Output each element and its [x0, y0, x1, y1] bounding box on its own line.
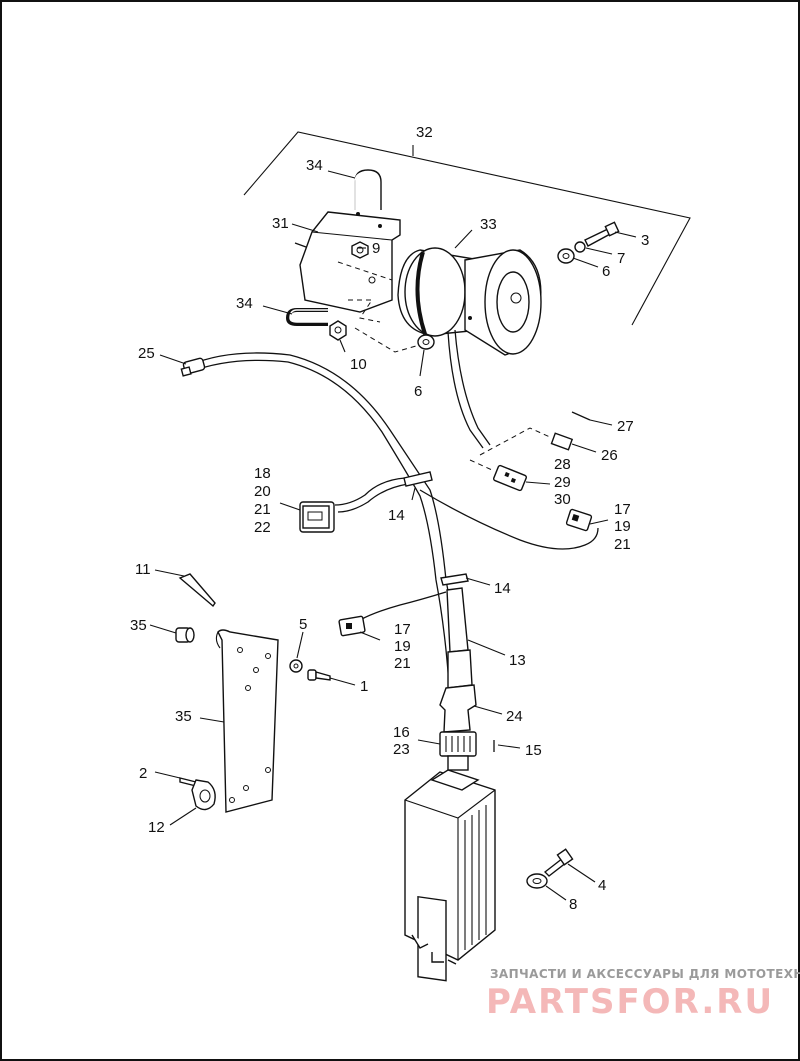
nut-9: [351, 241, 369, 259]
washer-8: [526, 873, 548, 889]
callout-5: 5: [299, 616, 307, 633]
screw-small: [294, 242, 307, 248]
branch-wire-b: [337, 483, 409, 513]
callout-34-lower: 34: [236, 295, 253, 312]
callout-26: 26: [601, 447, 618, 464]
siren-wire-1: [454, 329, 491, 446]
callout-6-top: 6: [602, 263, 610, 280]
harness-sleeve-13: [446, 587, 473, 689]
assembly-line-4: [469, 459, 493, 471]
callout-35-spacer: 35: [130, 617, 147, 634]
callout-16: 16: [393, 724, 410, 741]
branch-wire-right: [419, 489, 599, 550]
u-bolt-top: [354, 169, 382, 210]
callout-27: 27: [617, 418, 634, 435]
siren-speaker: [397, 247, 542, 356]
callout-34-top: 34: [306, 157, 323, 174]
watermark: ЗАПЧАСТИ И АКСЕССУАРЫ ДЛЯ МОТОТЕХНИКИ PA…: [486, 967, 800, 1022]
callout-9: 9: [372, 240, 380, 257]
nut-10: [329, 320, 347, 341]
callout-32: 32: [416, 124, 433, 141]
screw-1: [307, 669, 331, 681]
callout-25: 25: [138, 345, 155, 362]
callout-31: 31: [272, 215, 289, 232]
branch-wire-a: [334, 477, 406, 506]
watermark-tagline: ЗАПЧАСТИ И АКСЕССУАРЫ ДЛЯ МОТОТЕХНИКИ: [490, 967, 800, 981]
siren-bracket: [299, 211, 401, 313]
callout-11: 11: [135, 561, 151, 578]
callout-2: 2: [139, 765, 147, 782]
callout-29: 29: [554, 474, 571, 491]
callout-7: 7: [617, 250, 625, 267]
leader-lines: [149, 170, 637, 901]
screw-4: [543, 848, 574, 877]
callout-30: 30: [554, 491, 571, 508]
callout-18: 18: [254, 465, 271, 482]
callout-14-upper: 14: [388, 507, 405, 524]
callout-19-right: 19: [614, 518, 631, 535]
callout-14-lower: 14: [494, 580, 511, 597]
harness-boot-24: [439, 684, 477, 733]
callout-21-right: 21: [614, 536, 631, 553]
callout-10: 10: [350, 356, 367, 373]
cable-strap-11: [178, 573, 216, 608]
callout-22: 22: [254, 519, 271, 536]
assembly-line-2: [354, 327, 431, 353]
callout-21-left: 21: [254, 501, 271, 518]
callout-15: 15: [525, 742, 542, 759]
washer-6a: [557, 248, 575, 264]
assembly-line-1: [348, 299, 381, 323]
connector-25: [180, 357, 206, 377]
siren-kit-bracket-line: [243, 131, 691, 326]
mounting-plate-35: [215, 629, 279, 813]
control-module: [404, 769, 496, 982]
callout-23: 23: [393, 741, 410, 758]
connector-17-right: [565, 508, 593, 532]
connector-16-23: [439, 731, 477, 771]
callout-19-lower: 19: [394, 638, 411, 655]
callout-6-lower: 6: [414, 383, 422, 400]
cable-tie-14a: [403, 471, 433, 501]
terminal-27: [571, 411, 591, 421]
callout-20: 20: [254, 483, 271, 500]
assembly-line-3: [479, 427, 553, 456]
lockwasher-7: [574, 241, 586, 253]
screw-3: [584, 221, 620, 247]
callout-13: 13: [509, 652, 526, 669]
branch-wire-lower: [359, 591, 447, 621]
connector-17-lower: [338, 615, 366, 637]
u-bolt-lower: [285, 308, 328, 326]
callout-24: 24: [506, 708, 523, 725]
callout-4: 4: [598, 877, 606, 894]
siren-wire-2: [447, 331, 484, 449]
callout-21-lower: 21: [394, 655, 411, 672]
callout-3: 3: [641, 232, 649, 249]
callout-8: 8: [569, 896, 577, 913]
callout-35-plate: 35: [175, 708, 192, 725]
washer-5: [289, 659, 303, 673]
callout-28: 28: [554, 456, 571, 473]
cable-tie-14b: [440, 573, 469, 586]
callout-17-lower: 17: [394, 621, 411, 638]
connector-26: [550, 432, 574, 451]
washer-6b: [417, 334, 435, 350]
callouts: 32 34 33 31 9 3 7 6 34 10 6 25 27 26 28 …: [130, 124, 649, 913]
callout-12: 12: [148, 819, 165, 836]
connector-18-22: [299, 501, 335, 533]
watermark-logo: PARTSFOR.RU: [486, 982, 774, 1022]
connector-28-30: [492, 464, 528, 492]
spacer-35: [175, 627, 195, 643]
callout-1: 1: [360, 678, 368, 695]
callout-17-right: 17: [614, 501, 631, 518]
clamp-12: [191, 779, 216, 811]
callout-33: 33: [480, 216, 497, 233]
